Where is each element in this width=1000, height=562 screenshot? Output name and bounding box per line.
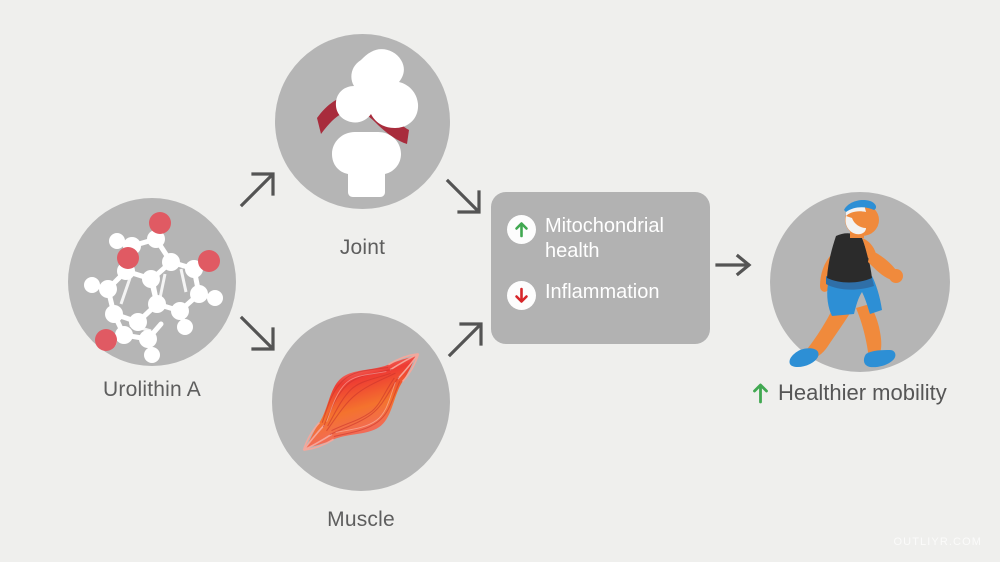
muscle-icon	[302, 352, 420, 452]
runner-headband	[844, 200, 877, 212]
arrow-muscle-to-card	[445, 318, 487, 360]
runner-rear-shoe	[789, 348, 819, 367]
runner-rear-leg	[805, 310, 852, 358]
arrow-up-icon	[752, 382, 769, 404]
benefits-card: Mitochondrial health Inflammation	[491, 192, 710, 344]
joint-upper-bone	[335, 49, 419, 128]
node-joint-circle	[275, 34, 450, 209]
node-urolithin-a-circle	[68, 198, 236, 366]
runner-beard	[845, 216, 866, 235]
joint-lower-bone	[332, 132, 401, 197]
runner-front-leg	[856, 304, 882, 359]
outcome-label: Healthier mobility	[778, 380, 947, 405]
runner-fist	[889, 269, 903, 283]
benefit-label-mitochondrial-health: Mitochondrial health	[545, 215, 664, 262]
runner-front-shoe	[863, 350, 896, 368]
node-urolithin-a-label: Urolithin A	[103, 378, 201, 401]
arrow-up-circle-icon	[507, 215, 536, 244]
benefit-row-inflammation: Inflammation	[507, 280, 696, 310]
arrow-card-to-mobility	[714, 252, 756, 278]
benefit-label-inflammation: Inflammation	[545, 281, 660, 303]
node-healthier-mobility-circle	[770, 192, 950, 372]
watermark: OUTLIYR.COM	[893, 536, 982, 548]
molecule-icon	[84, 212, 223, 363]
arrow-urolithin-to-muscle	[237, 312, 279, 354]
runner-tank-top	[827, 233, 872, 283]
joint-bone-icon	[317, 49, 419, 197]
running-person-icon	[789, 200, 903, 368]
node-muscle-label: Muscle	[327, 508, 395, 531]
node-joint-label: Joint	[339, 236, 386, 259]
arrow-down-circle-icon	[507, 281, 536, 310]
muscle-body	[306, 356, 416, 448]
outcome-line: Healthier mobility	[752, 380, 947, 406]
arrow-joint-to-card	[443, 175, 485, 217]
arrow-urolithin-to-joint	[237, 168, 279, 210]
runner-belt	[826, 276, 874, 290]
benefit-row-mitochondrial-health: Mitochondrial health	[507, 214, 696, 264]
node-muscle-circle	[272, 313, 450, 491]
